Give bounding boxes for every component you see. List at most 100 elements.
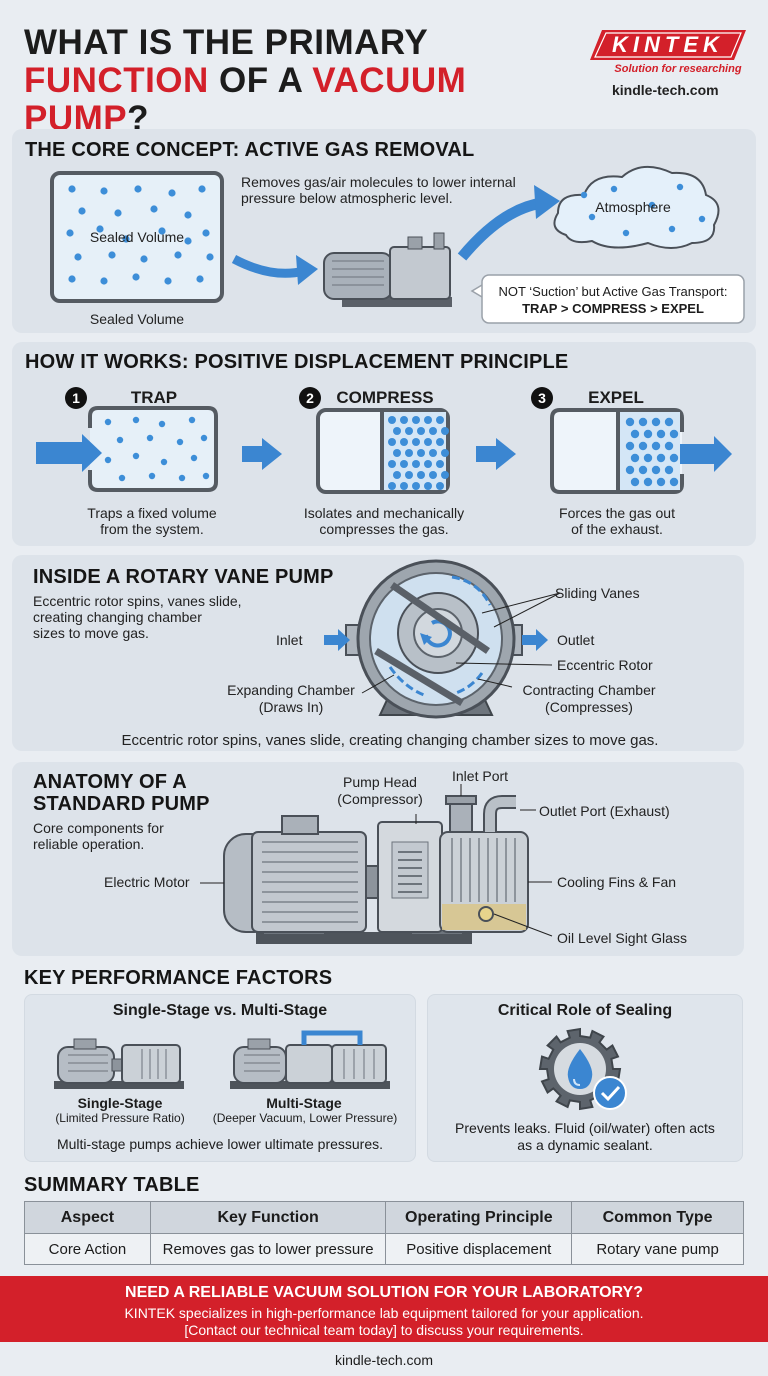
- check-icon: [593, 1076, 627, 1110]
- molecule-dot: [393, 427, 401, 435]
- step-arrow-icon: [476, 446, 498, 462]
- pump-anatomy-diagram: [200, 784, 553, 944]
- rotary-description: Eccentric rotor spins, vanes slide,creat…: [33, 593, 242, 641]
- molecule-dot: [78, 207, 86, 215]
- table-cell: Positive displacement: [385, 1233, 573, 1265]
- label-cooling-fins: Cooling Fins & Fan: [557, 874, 677, 890]
- cta-line-1: KINTEK specializes in high-performance l…: [124, 1305, 644, 1321]
- exhaust-arrow-icon: [680, 444, 716, 464]
- cta-banner[interactable]: NEED A RELIABLE VACUUM SOLUTION FOR YOUR…: [0, 1276, 768, 1342]
- molecule-dot: [638, 441, 648, 451]
- molecule-dot: [625, 465, 635, 475]
- molecule-dot: [651, 417, 661, 427]
- label-sliding-vanes: Sliding Vanes: [555, 585, 640, 601]
- cta-contact-link[interactable]: [Contact our technical team today] to di…: [184, 1322, 584, 1338]
- title-qmark: ?: [127, 99, 150, 138]
- molecule-dot: [664, 465, 674, 475]
- rotary-vane-title: INSIDE A ROTARY VANE PUMP: [33, 566, 334, 588]
- label-outlet-port: Outlet Port (Exhaust): [539, 803, 670, 819]
- summary-table: Aspect Key Function Operating Principle …: [24, 1201, 744, 1265]
- label-pump-head: Pump Head(Compressor): [337, 774, 423, 807]
- column-header: Aspect: [24, 1201, 151, 1234]
- column-header: Key Function: [149, 1201, 387, 1234]
- molecule-dot: [648, 201, 656, 209]
- molecule-dot: [104, 418, 112, 426]
- molecule-dot: [417, 471, 425, 479]
- inlet-arrow-icon: [36, 442, 88, 464]
- multi-stage-name: Multi-Stage: [266, 1095, 342, 1111]
- molecule-dot: [669, 429, 679, 439]
- callout-box: [481, 274, 745, 324]
- molecule-dot: [424, 416, 432, 424]
- label-oil-sight-glass: Oil Level Sight Glass: [557, 930, 687, 946]
- core-concept-title: THE CORE CONCEPT: ACTIVE GAS REMOVAL: [25, 139, 475, 161]
- molecule-dot: [588, 213, 596, 221]
- molecule-dot: [643, 477, 653, 487]
- molecule-dot: [622, 229, 630, 237]
- logo-badge-icon: [590, 30, 746, 60]
- molecule-dot: [388, 482, 396, 490]
- molecule-dot: [625, 441, 635, 451]
- single-stage-name: Single-Stage: [77, 1095, 163, 1111]
- molecule-dot: [656, 477, 666, 487]
- inlet-flow-arrow-icon: [324, 635, 340, 645]
- molecule-dot: [651, 465, 661, 475]
- header-website-link[interactable]: kindle-tech.com: [612, 82, 719, 98]
- molecule-dot: [638, 465, 648, 475]
- title-of-a: OF A: [208, 61, 313, 100]
- seal-droplet-icon: [538, 1027, 627, 1111]
- step-1-number: 1: [72, 390, 80, 406]
- trap-molecules: [104, 416, 210, 482]
- flow-arrowhead-icon: [296, 255, 318, 285]
- molecule-dot: [100, 187, 108, 195]
- sealed-volume-label: Sealed Volume: [89, 229, 185, 245]
- molecule-dot: [436, 482, 444, 490]
- molecule-dot: [643, 429, 653, 439]
- molecule-dot: [74, 253, 82, 261]
- how-it-works-title: HOW IT WORKS: POSITIVE DISPLACEMENT PRIN…: [25, 351, 569, 373]
- molecule-dot: [122, 235, 130, 243]
- molecule-dot: [429, 471, 437, 479]
- molecule-dot: [417, 427, 425, 435]
- molecule-dot: [140, 255, 148, 263]
- base-plate: [256, 932, 472, 944]
- step-3-number: 3: [538, 390, 546, 406]
- molecule-dot: [630, 477, 640, 487]
- molecule-dot: [441, 471, 449, 479]
- molecule-dot: [405, 471, 413, 479]
- molecule-dot: [100, 277, 108, 285]
- step-2-badge: [299, 387, 321, 409]
- molecule-dot: [405, 427, 413, 435]
- molecule-dot: [108, 251, 116, 259]
- molecule-dot: [412, 438, 420, 446]
- table-cell: Rotary vane pump: [571, 1233, 744, 1265]
- molecule-dot: [405, 449, 413, 457]
- molecule-dot: [150, 205, 158, 213]
- molecule-dot: [664, 441, 674, 451]
- molecule-dot: [638, 417, 648, 427]
- molecule-dot: [174, 251, 182, 259]
- molecule-dot: [114, 209, 122, 217]
- column-header: Operating Principle: [385, 1201, 573, 1234]
- core-description: Removes gas/air molecules to lower inter…: [241, 174, 516, 206]
- molecule-dot: [202, 472, 210, 480]
- title-line-2: FUNCTION OF A VACUUM PUMP?: [24, 62, 584, 138]
- single-stage-pump-icon: [54, 1038, 184, 1089]
- step-2-number: 2: [306, 390, 314, 406]
- footer-website-link[interactable]: kindle-tech.com: [334, 1352, 434, 1368]
- molecule-dot: [441, 449, 449, 457]
- header: WHAT IS THE PRIMARY FUNCTION OF A VACUUM…: [0, 0, 768, 138]
- molecule-dot: [198, 185, 206, 193]
- title-vacuum-pump: VACUUM PUMP: [24, 61, 467, 138]
- molecule-dot: [676, 183, 684, 191]
- brand-logo[interactable]: KINTEK Solution for researching: [588, 28, 748, 76]
- molecule-dot: [429, 449, 437, 457]
- molecule-dot: [196, 275, 204, 283]
- molecule-dot: [206, 253, 214, 261]
- molecule-dot: [441, 427, 449, 435]
- sliding-vane: [390, 582, 490, 654]
- label-expanding-chamber: Expanding Chamber(Draws In): [227, 682, 355, 715]
